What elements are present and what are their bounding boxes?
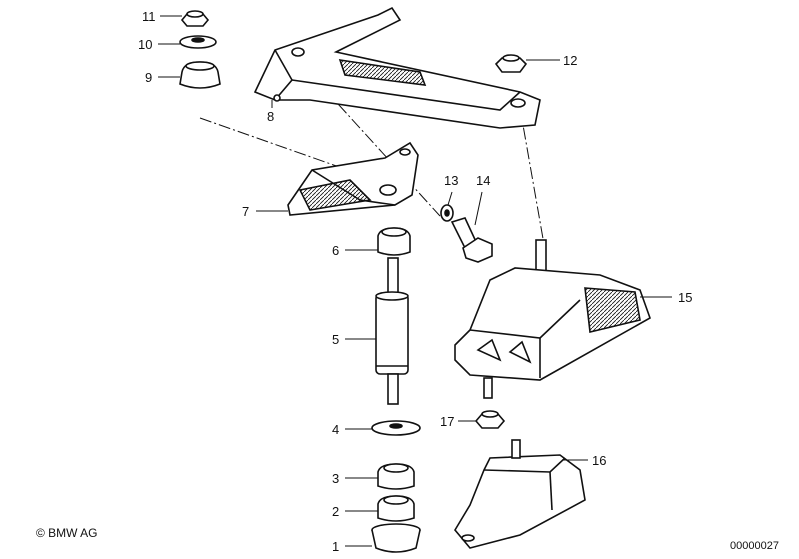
nut-17 [474, 410, 506, 429]
svg-text:16: 16 [592, 453, 606, 468]
svg-text:10: 10 [138, 37, 152, 52]
svg-text:12: 12 [563, 53, 577, 68]
callout-16: 16 [562, 453, 606, 468]
stud-sleeve-5 [375, 257, 409, 405]
callout-11: 11 [142, 9, 182, 24]
callout-2: 2 [332, 504, 378, 519]
washer-13 [440, 204, 454, 222]
cup-1 [371, 523, 421, 553]
callout-6: 6 [332, 243, 378, 258]
svg-text:5: 5 [332, 332, 339, 347]
callout-12: 12 [526, 53, 577, 68]
callout-15: 15 [640, 290, 692, 305]
mid-bracket [287, 141, 419, 216]
svg-text:4: 4 [332, 422, 339, 437]
callout-9: 9 [145, 70, 180, 85]
upper-bracket [253, 6, 541, 129]
svg-text:6: 6 [332, 243, 339, 258]
callout-5: 5 [332, 332, 376, 347]
engine-mount-15 [454, 239, 651, 399]
callout-7: 7 [242, 204, 288, 219]
bolt-14 [450, 217, 493, 263]
nut-12 [494, 54, 528, 73]
svg-text:3: 3 [332, 471, 339, 486]
callout-10: 10 [138, 37, 180, 52]
svg-text:11: 11 [142, 9, 156, 24]
svg-text:7: 7 [242, 204, 249, 219]
svg-text:13: 13 [444, 173, 458, 188]
document-number: 00000027 [730, 540, 779, 552]
svg-text:15: 15 [678, 290, 692, 305]
svg-text:17: 17 [440, 414, 454, 429]
callout-8: 8 [267, 100, 274, 124]
washer-4 [371, 420, 421, 436]
svg-text:2: 2 [332, 504, 339, 519]
washer-10 [179, 35, 217, 49]
rubber-mount-16 [454, 439, 586, 549]
copyright-notice: © BMW AG [36, 526, 98, 540]
svg-text:14: 14 [476, 173, 490, 188]
rubber-bushing-2 [377, 495, 415, 522]
nut-11 [180, 10, 210, 27]
rubber-bushing-6 [377, 227, 411, 256]
callout-14: 14 [474, 173, 490, 226]
svg-text:1: 1 [332, 539, 339, 554]
svg-text:8: 8 [267, 109, 274, 124]
callout-17: 17 [440, 414, 476, 429]
callout-4: 4 [332, 422, 372, 437]
callout-3: 3 [332, 471, 378, 486]
callout-labels: 1 2 3 4 5 6 7 8 [138, 9, 692, 554]
svg-text:9: 9 [145, 70, 152, 85]
rubber-bushing-9 [179, 61, 221, 89]
callout-13: 13 [444, 173, 458, 206]
callout-1: 1 [332, 539, 372, 554]
rubber-bushing-3 [377, 463, 415, 490]
